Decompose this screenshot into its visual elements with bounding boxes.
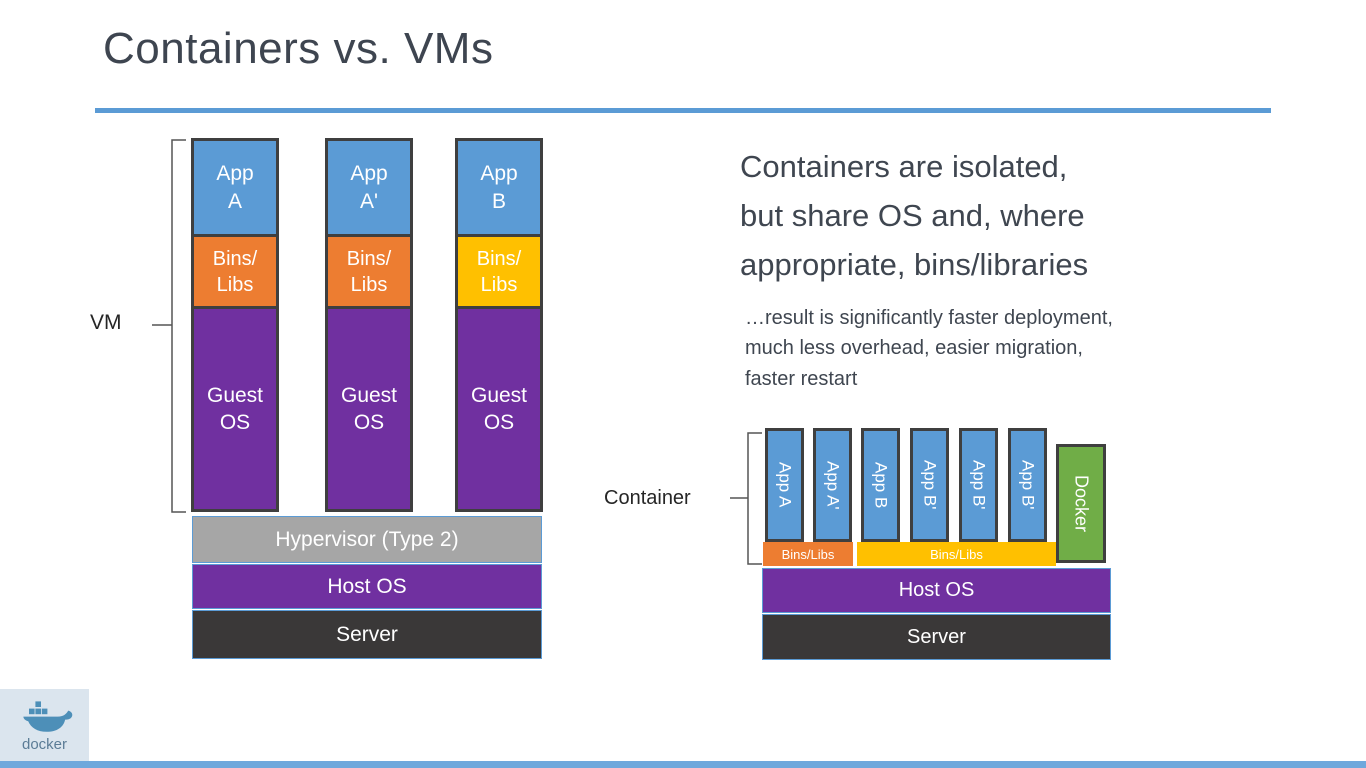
vm-guest-os-box: Guest OS [328,309,410,509]
vm-stack: App A' Bins/ Libs Guest OS [325,138,413,512]
container-app-label: App B' [920,460,940,510]
vm-app-box: App A' [328,141,410,234]
vm-app-box: App B [458,141,540,234]
container-app-label: App B [871,461,891,509]
hypervisor-bar: Hypervisor (Type 2) [192,516,542,563]
slide-footer-bar [0,761,1366,768]
vm-label: VM [90,311,122,334]
vm-bracket [152,139,186,513]
vm-stack: App A Bins/ Libs Guest OS [191,138,279,512]
container-app-box: App A [765,428,804,542]
container-app-box: App B [861,428,900,542]
containers-heading: Containers are isolated, but share OS an… [740,149,1089,282]
bins-libs-bar-orange: Bins/Libs [763,542,853,566]
host-os-bar: Host OS [192,564,542,609]
container-label: Container [604,487,691,509]
vm-bins-box: Bins/ Libs [458,234,540,309]
page-title: Containers vs. VMs [103,24,494,73]
server-bar: Server [192,610,542,659]
container-app-label: App A' [823,460,843,510]
container-app-label: App B' [969,460,989,510]
vm-stack: App B Bins/ Libs Guest OS [455,138,543,512]
container-bracket [730,432,762,565]
host-os-bar: Host OS [762,568,1111,613]
vm-guest-os-box: Guest OS [194,309,276,509]
bins-libs-bar-yellow: Bins/Libs [857,542,1056,566]
server-bar: Server [762,614,1111,660]
docker-engine-box: Docker [1056,444,1106,563]
container-app-box: App B' [910,428,949,542]
vm-bins-box: Bins/ Libs [194,234,276,309]
container-app-box: App B' [1008,428,1047,542]
container-app-box: App A' [813,428,852,542]
docker-engine-label: Docker [1071,474,1092,532]
vm-guest-os-box: Guest OS [458,309,540,509]
container-app-box: App B' [959,428,998,542]
container-app-label: App B' [1018,460,1038,510]
docker-logo-text: docker [21,735,68,753]
docker-logo: docker [0,689,89,762]
title-divider [95,108,1271,113]
containers-body-text: …result is significantly faster deployme… [745,307,1113,390]
vm-bins-box: Bins/ Libs [328,234,410,309]
vm-app-box: App A [194,141,276,234]
docker-whale-icon [20,700,72,732]
container-app-label: App A [775,462,795,508]
